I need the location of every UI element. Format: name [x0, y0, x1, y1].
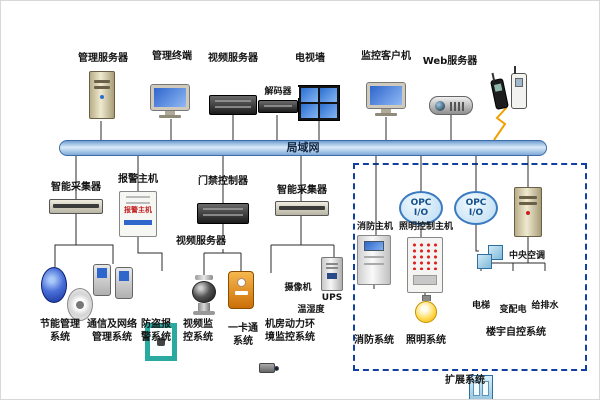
decoder-icon [258, 100, 298, 113]
lighting-host-icon [407, 237, 443, 293]
label-temp-humidity: 温湿度 [297, 305, 325, 315]
label-fire-system: 消防系统 [354, 335, 394, 346]
alarm-host-icon: 报警主机 [119, 191, 157, 237]
management-terminal-icon [150, 84, 190, 118]
light-bulb-icon [414, 295, 438, 323]
web-server-icon [429, 96, 473, 115]
label-lighting-host: 照明控制主机 [398, 222, 453, 232]
opc2-line2: I/O [468, 208, 484, 218]
dome-camera-icon [187, 275, 221, 315]
wireless-link-bolt [493, 106, 508, 141]
label-central-ac: 中央空调 [508, 251, 545, 261]
label-power-distribution: 变配电 [499, 305, 527, 315]
opc1-line1: OPC [410, 197, 432, 208]
label-video-server-top: 视频服务器 [208, 53, 258, 64]
tv-wall-icon [298, 85, 340, 121]
extension-system-box [353, 163, 587, 371]
label-bas-system: 楼宇自控系统 [486, 327, 546, 338]
management-server-icon [89, 71, 115, 119]
energy-disc-icon [41, 267, 67, 303]
label-network-system: 通信及网络管理系统 [87, 319, 137, 343]
opc-io-node-2: OPC I/O [454, 191, 498, 225]
access-controller-icon [197, 203, 249, 224]
label-decoder: 解码器 [257, 87, 299, 99]
label-web-server: Web服务器 [422, 56, 478, 67]
collector-2-icon [275, 201, 329, 216]
mobile-phones-icon [490, 65, 535, 113]
lan-bus: 局域网 [59, 140, 547, 156]
collector-1-icon [49, 199, 103, 214]
label-room-monitor-system: 机房动力环境监控系统 [265, 319, 315, 343]
label-cctv-system: 视频监控系统 [183, 319, 213, 343]
label-collector-1: 智能采集器 [51, 182, 101, 193]
alarm-panel-text: 报警主机 [124, 206, 152, 214]
label-collector-2: 智能采集器 [277, 185, 327, 196]
label-water-supply: 给排水 [531, 301, 559, 311]
opc2-line1: OPC [465, 197, 487, 208]
label-camera: 摄像机 [284, 283, 312, 293]
label-extension-system: 扩展系统 [445, 375, 485, 386]
card-reader-icon [228, 271, 254, 309]
opc-io-node-1: OPC I/O [399, 191, 443, 225]
label-management-terminal: 管理终端 [152, 51, 192, 62]
fire-host-icon [357, 235, 391, 285]
bas-server-icon [514, 187, 542, 237]
label-ups: UPS [321, 293, 343, 303]
video-server-icon [209, 95, 257, 115]
elevator-icon [469, 375, 493, 399]
energy-reel-icon [67, 288, 93, 321]
ups-icon [321, 257, 343, 291]
label-fire-host: 消防主机 [356, 222, 393, 232]
label-video-server-2: 视频服务器 [171, 236, 231, 249]
small-camera-icon [259, 363, 279, 377]
label-alarm-host: 报警主机 [118, 174, 158, 185]
label-tv-wall: 电视墙 [295, 53, 325, 64]
label-monitor-client: 监控客户机 [361, 51, 411, 62]
lan-bus-label: 局域网 [286, 141, 320, 154]
label-energy-system: 节能管理系统 [40, 319, 80, 343]
label-onecard-system: 一卡通系统 [228, 323, 258, 347]
label-lighting-system: 照明系统 [406, 335, 446, 346]
label-burglar-system: 防盗报警系统 [141, 319, 171, 343]
opc1-line2: I/O [413, 208, 429, 218]
label-access-controller: 门禁控制器 [198, 176, 248, 187]
burglar-alarm-icon [145, 323, 177, 361]
label-elevator: 电梯 [471, 301, 490, 311]
central-ac-icon [477, 245, 507, 271]
label-management-server: 管理服务器 [78, 53, 128, 64]
network-devices-icon [93, 264, 137, 299]
monitor-client-icon [366, 82, 406, 116]
